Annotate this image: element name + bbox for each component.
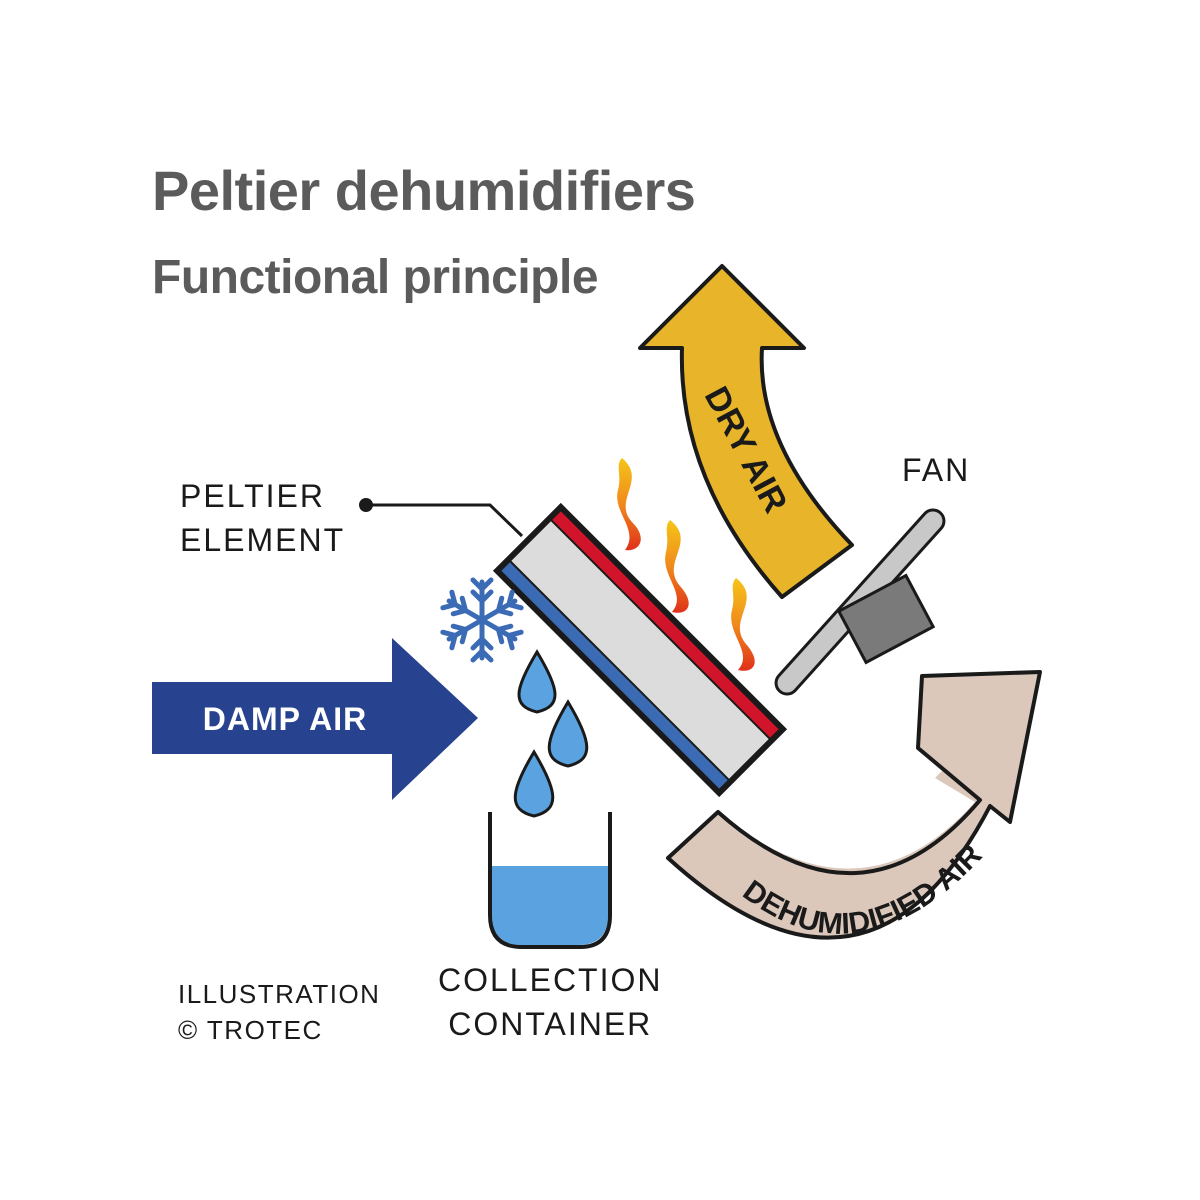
page-title: Peltier dehumidifiers (152, 159, 696, 222)
illustration-credit: ILLUSTRATION © TROTEC (178, 979, 381, 1045)
water-drops (513, 649, 589, 818)
peltier-leader-line (359, 498, 524, 538)
damp-air-arrow: DAMP AIR (152, 638, 478, 800)
water-drop-3 (513, 749, 555, 818)
damp-air-label: DAMP AIR (203, 701, 367, 737)
snowflake-icon (443, 577, 521, 660)
page-subtitle: Functional principle (152, 251, 599, 304)
collection-container-label: COLLECTION CONTAINER (438, 962, 663, 1042)
heat-flames (617, 458, 755, 671)
water-drop-2 (547, 699, 589, 768)
water-drop-1 (517, 649, 557, 714)
fan-icon (774, 508, 946, 696)
peltier-element-label: PELTIER ELEMENT (180, 478, 346, 558)
fan-label: FAN (902, 452, 971, 488)
collection-container (488, 812, 612, 949)
peltier-element (492, 502, 788, 798)
